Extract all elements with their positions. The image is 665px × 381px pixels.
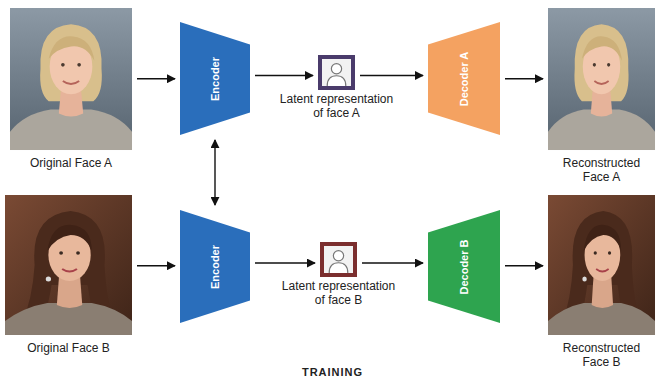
flow-arrow xyxy=(362,262,423,263)
caption-label: Latent representation of face A xyxy=(276,92,398,120)
block-label: Decoder A xyxy=(458,51,471,106)
caption-label: Original Face A xyxy=(30,156,112,170)
block-label: Encoder xyxy=(209,56,222,100)
encoder-block: Encoder xyxy=(180,22,250,135)
flow-arrow xyxy=(505,78,543,79)
encoder-block: Encoder xyxy=(180,210,250,323)
person-icon xyxy=(322,59,351,86)
flow-arrow xyxy=(255,75,313,76)
trapezoid-fill xyxy=(180,210,250,323)
caption-label: Latent representation of face B xyxy=(278,279,400,307)
trapezoid-fill xyxy=(428,22,500,135)
flow-arrow xyxy=(137,265,175,266)
block-label: Encoder xyxy=(209,244,222,288)
trapezoid-fill xyxy=(428,210,500,323)
person-head xyxy=(333,251,343,261)
figure-caption: TRAINING xyxy=(0,366,665,378)
flow-arrow xyxy=(137,78,175,79)
caption-label: Reconstructed Face B xyxy=(552,341,652,369)
person-shoulders xyxy=(327,76,346,86)
person-head xyxy=(331,64,341,74)
decoder-block: Decoder B xyxy=(428,210,500,323)
original-photo-a xyxy=(10,8,132,150)
caption-label: Reconstructed Face A xyxy=(552,156,652,184)
decoder-block: Decoder A xyxy=(428,22,500,135)
person-shoulders xyxy=(329,263,348,273)
person-icon xyxy=(324,246,353,273)
trapezoid-fill xyxy=(180,22,250,135)
latent-box: Latent representation of face B xyxy=(320,242,357,277)
flow-arrow xyxy=(255,262,315,263)
flow-arrow xyxy=(360,75,423,76)
flow-arrow xyxy=(214,140,215,205)
flow-arrow xyxy=(505,265,543,266)
reconstructed-photo-a xyxy=(548,8,655,150)
photo-frame: Original Face B xyxy=(5,195,132,335)
photo-frame: Reconstructed Face B xyxy=(548,195,655,335)
reconstructed-photo-b xyxy=(548,195,655,335)
photo-frame: Original Face A xyxy=(10,8,132,150)
caption-label: Original Face B xyxy=(27,341,110,355)
latent-box: Latent representation of face A xyxy=(318,55,355,90)
block-label: Decoder B xyxy=(458,239,471,294)
photo-frame: Reconstructed Face A xyxy=(548,8,655,150)
original-photo-b xyxy=(5,195,132,335)
